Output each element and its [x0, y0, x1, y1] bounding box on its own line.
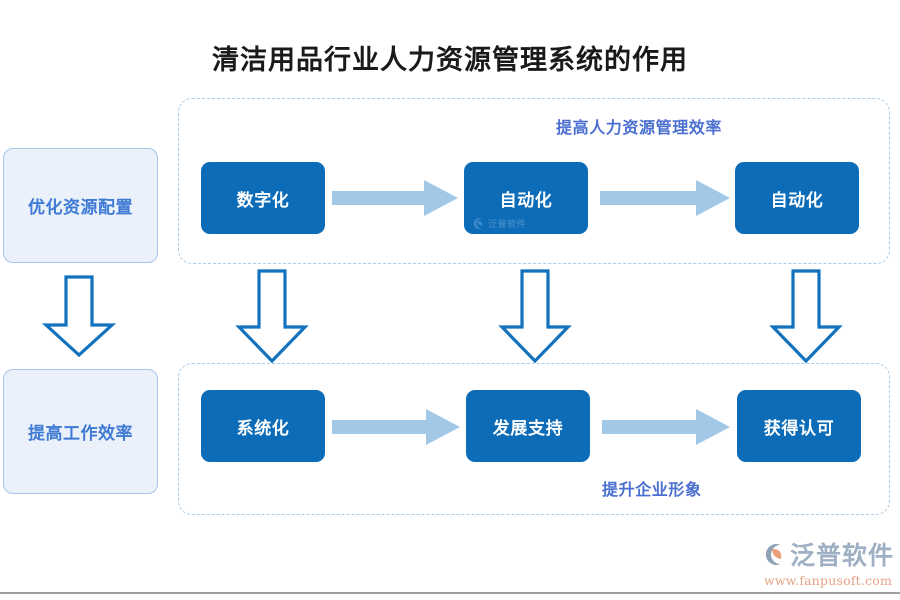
vertical-arrow-icon-3: [769, 269, 843, 367]
horizontal-arrow-icon: [332, 180, 458, 220]
horizontal-arrow-icon: [332, 409, 460, 449]
horizontal-arrow-icon: [602, 409, 730, 449]
side-box-label: 优化资源配置: [28, 198, 133, 218]
process-box-bottom-1: 系统化: [201, 390, 325, 462]
brand-logo-url: www.fanpusoft.com: [763, 573, 893, 588]
process-box-label: 自动化: [499, 190, 553, 211]
fanpu-swoosh-icon: [473, 217, 483, 230]
process-box-bottom-2: 发展支持: [466, 390, 590, 462]
group-caption-bottom: 提升企业形象: [602, 480, 702, 499]
box-watermark-text: 泛普软件: [488, 220, 527, 230]
vertical-arrow-icon-2: [498, 269, 572, 367]
fanpu-swoosh-icon: [765, 543, 782, 565]
horizontal-arrow-icon: [600, 180, 730, 220]
brand-logo-text: 泛普软件: [789, 541, 894, 570]
group-container-bottom: [178, 363, 890, 515]
process-box-label: 系统化: [236, 418, 290, 439]
side-box-label: 提高工作效率: [28, 424, 133, 444]
brand-logo-row: 泛普软件: [762, 536, 894, 572]
footer-divider: [0, 592, 900, 594]
brand-logo: 泛普软件 www.fanpusoft.com: [762, 536, 894, 588]
process-box-bottom-3: 获得认可: [737, 390, 861, 462]
process-box-label: 数字化: [236, 190, 290, 211]
side-box-improve-efficiency: 提高工作效率: [3, 369, 158, 494]
box-watermark: 泛普软件: [472, 217, 526, 230]
process-box-label: 发展支持: [492, 418, 564, 439]
group-caption-top: 提高人力资源管理效率: [556, 118, 723, 137]
process-box-top-2: 自动化 泛普软件: [464, 162, 588, 234]
page-title: 清洁用品行业人力资源管理系统的作用: [212, 45, 688, 76]
vertical-arrow-icon-1: [235, 269, 309, 367]
side-box-optimize-resources: 优化资源配置: [3, 148, 158, 263]
process-box-top-1: 数字化: [201, 162, 325, 234]
process-box-label: 获得认可: [763, 418, 835, 439]
group-container-top: [178, 98, 890, 264]
process-box-label: 自动化: [770, 190, 824, 211]
process-box-top-3: 自动化: [735, 162, 859, 234]
vertical-arrow-icon-left: [41, 275, 117, 361]
